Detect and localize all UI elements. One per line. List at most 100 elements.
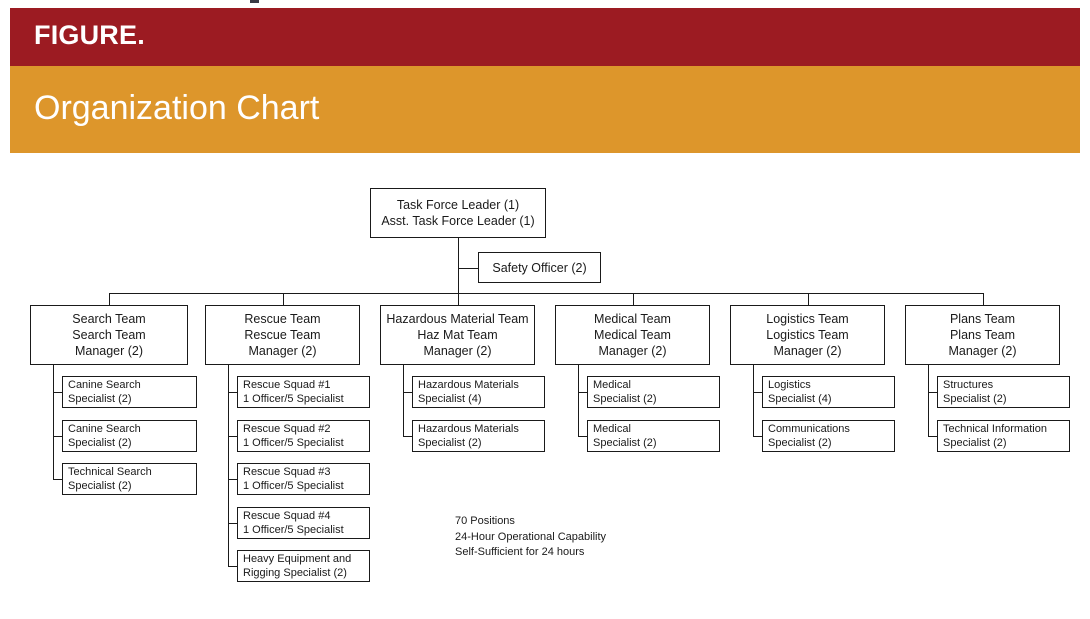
connector-line [753,436,762,437]
root-node-line-2: Asst. Task Force Leader (1) [381,214,535,228]
team-node-5-line-2: Logistics Team [766,328,849,342]
team-node-6-line-1: Plans Team [949,312,1016,326]
team-node-4-line-1: Medical Team [594,312,671,326]
sub-node-2-4-line-2: 1 Officer/5 Specialist [243,524,344,536]
connector-line [928,436,937,437]
connector-line [578,436,587,437]
connector-line [983,293,984,305]
sub-node-2-3-line-2: 1 Officer/5 Specialist [243,480,344,492]
connector-line [109,293,110,305]
footnote-line-3: Self-Sufficient for 24 hours [455,546,585,559]
sub-node-2-5-line-1: Heavy Equipment and [243,552,352,565]
sub-node-1-2-line-2: Specialist (2) [68,437,132,449]
sub-node-2-1-line-2: 1 Officer/5 Specialist [243,393,344,405]
team-node-3-line-2: Haz Mat Team [417,328,498,342]
connector-line [928,365,929,436]
root-node: Task Force Leader (1)Asst. Task Force Le… [370,188,546,238]
team-node-3-line-3: Manager (2) [423,344,492,358]
connector-line [228,566,237,567]
sub-node-1-3-line-1: Technical Search [68,465,152,478]
safety-officer-node-line-1: Safety Officer (2) [492,260,587,275]
connector-line [578,365,579,436]
team-node-1-line-3: Manager (2) [74,344,144,358]
team-node-6-line-3: Manager (2) [948,344,1017,358]
safety-officer-node: Safety Officer (2) [478,252,601,283]
page-title: Organization Chart [34,89,320,127]
team-node-3-line-1: Hazardous Material Team [386,312,529,326]
sub-node-2-2-line-2: 1 Officer/5 Specialist [243,437,344,449]
chart-footnote: 70 Positions 24-Hour Operational Capabil… [455,514,606,561]
sub-node-1-1-line-1: Canine Search [68,378,141,391]
connector-line [53,392,62,393]
sub-node-2-3: Rescue Squad #3 1 Officer/5 Specialist [237,463,370,495]
sub-node-4-1-line-2: Specialist (2) [593,393,657,405]
team-node-4-line-2: Medical Team [594,328,671,342]
sub-node-6-1-line-2: Specialist (2) [943,393,1007,405]
sub-node-1-3-line-2: Specialist (2) [68,480,132,492]
team-node-1-line-1: Search Team [72,312,146,326]
sub-node-5-1-line-1: Logistics [768,378,811,391]
footnote-line-2: 24-Hour Operational Capability [455,530,607,543]
sub-node-2-5-line-2: Rigging Specialist (2) [243,567,347,579]
sub-node-1-1-line-2: Specialist (2) [68,393,132,405]
figure-label: FIGURE. [34,20,145,50]
connector-line [578,392,587,393]
sub-node-3-2-line-1: Hazardous Materials [418,422,519,435]
connector-line [53,479,62,480]
connector-line [753,365,754,436]
team-node-2-line-2: Rescue Team [244,328,321,342]
figure-label-band: FIGURE. [10,8,1080,66]
connector-line [928,392,937,393]
team-node-4-line-3: Manager (2) [598,344,667,358]
sub-node-4-1-line-1: Medical [593,378,631,391]
connector-line [228,365,229,566]
connector-line [228,392,237,393]
connector-line [53,365,54,479]
connector-line [403,392,412,393]
footnote-line-1: 70 Positions [455,515,515,527]
team-node-5-line-3: Manager (2) [773,344,842,358]
sub-node-5-2-line-1: Communications [768,422,850,435]
sub-node-1-2-line-1: Canine Search [68,422,141,435]
connector-line [228,436,237,437]
sub-node-2-3-line-1: Rescue Squad #3 [243,465,331,478]
sub-node-3-1-line-1: Hazardous Materials [418,378,519,391]
connector-line [228,479,237,480]
sub-node-2-1-line-1: Rescue Squad #1 [243,378,331,391]
connector-line [53,436,62,437]
sub-node-6-2-line-1: Technical Information [943,422,1047,435]
sub-node-2-4-line-1: Rescue Squad #4 [243,509,331,522]
connector-line [109,293,983,294]
cropped-text-fragment [250,0,259,3]
sub-node-2-4: Rescue Squad #4 1 Officer/5 Specialist [237,507,370,539]
team-node-5-line-1: Logistics Team [766,312,849,326]
team-node-1-line-2: Search Team [72,328,146,342]
connector-line [403,365,404,436]
connector-line [458,293,459,305]
sub-node-3-2-line-2: Specialist (2) [418,437,482,449]
sub-node-5-2-line-2: Specialist (2) [768,437,832,449]
sub-node-2-1: Rescue Squad #1 1 Officer/5 Specialist [237,376,370,408]
connector-line [633,293,634,305]
connector-line [403,436,412,437]
team-node-2-line-3: Manager (2) [248,344,317,358]
sub-node-6-2-line-2: Specialist (2) [943,437,1007,449]
